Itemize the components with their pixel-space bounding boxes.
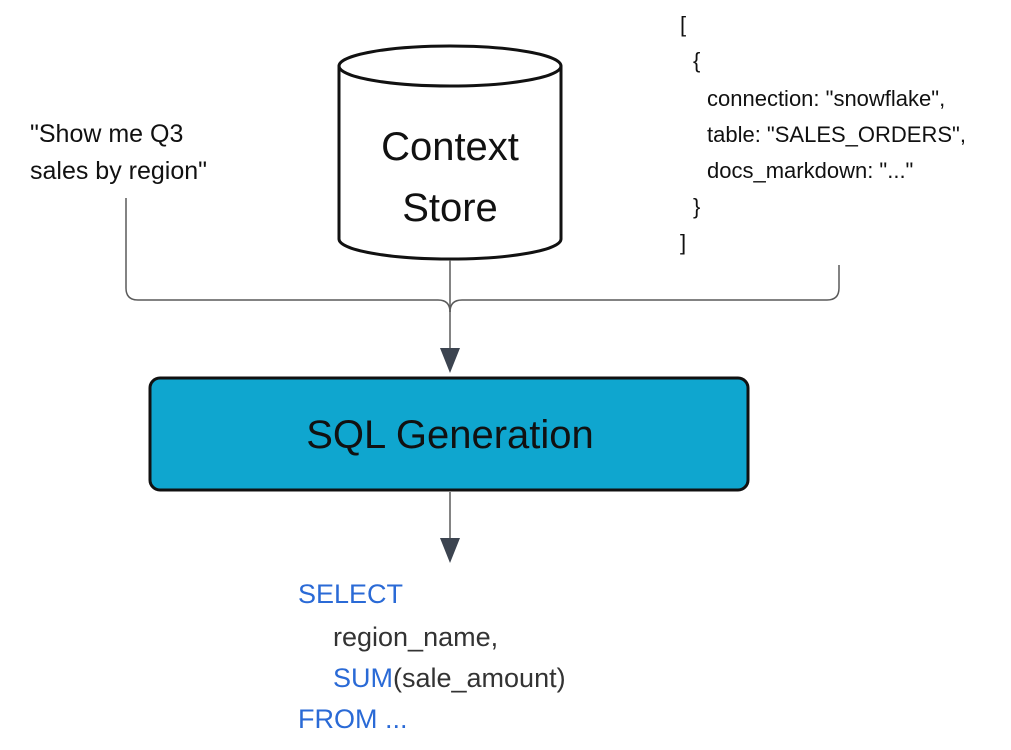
json-connection: connection: "snowflake", [707,86,946,111]
json-close-brace: } [693,194,701,219]
query-line-2: sales by region" [30,157,208,185]
context-store-cylinder [337,44,563,261]
sql-select-keyword: SELECT [298,579,404,609]
query-line-1: "Show me Q3 [30,120,184,148]
arrow-to-sql-output-icon [440,538,460,563]
cylinder-top [337,44,563,88]
context-store-label-line-1: Context [381,125,519,169]
json-connector [449,265,840,313]
arrow-to-sql-generation-icon [440,348,460,373]
sql-generation-label: SQL Generation [306,413,594,457]
sql-sum-line: SUM(sale_amount) [333,665,566,692]
sql-generation-box [148,376,750,492]
sql-sum-argument: (sale_amount) [393,663,566,693]
sql-column-region-name: region_name, [333,622,499,652]
sql-from-keyword: FROM ... [298,704,408,734]
query-connector [125,198,451,313]
input-connectors [125,198,840,350]
json-open-brace: { [693,48,701,73]
json-open-bracket: [ [680,12,687,37]
json-table: table: "SALES_ORDERS", [707,122,966,147]
sql-sum-keyword: SUM [333,663,393,693]
context-store-label-line-2: Store [402,186,498,230]
cylinder-body [337,66,563,261]
json-close-bracket: ] [680,230,687,255]
json-docs-markdown: docs_markdown: "..." [707,158,914,183]
